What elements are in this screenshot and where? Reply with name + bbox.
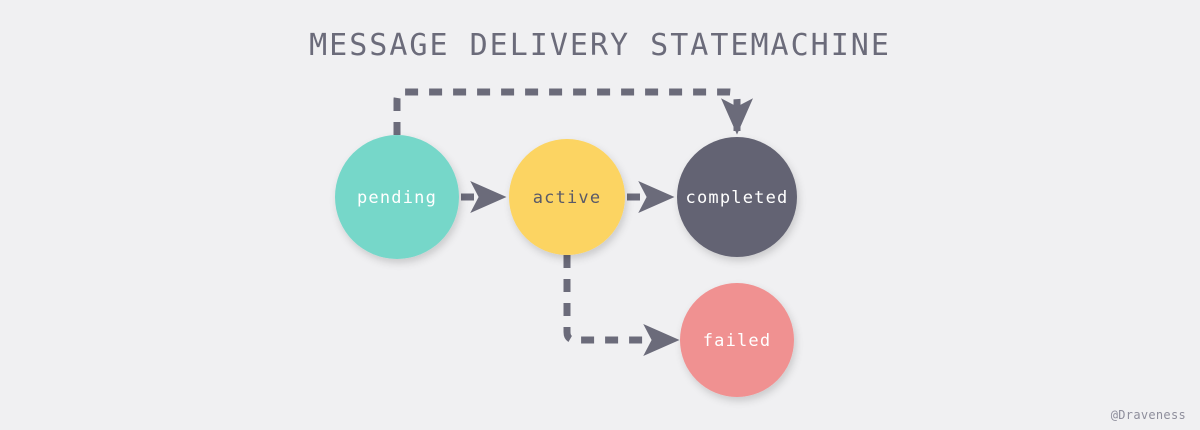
state-node-pending[interactable] bbox=[335, 135, 459, 259]
state-node-failed[interactable] bbox=[680, 283, 794, 397]
state-node-completed[interactable] bbox=[677, 137, 797, 257]
edge-pending-to-completed bbox=[393, 88, 754, 135]
page-title: MESSAGE DELIVERY STATEMACHINE bbox=[309, 28, 891, 63]
state-node-active[interactable] bbox=[509, 139, 625, 255]
edge-active-to-failed bbox=[563, 255, 680, 357]
author-watermark: @Draveness bbox=[1110, 408, 1186, 422]
